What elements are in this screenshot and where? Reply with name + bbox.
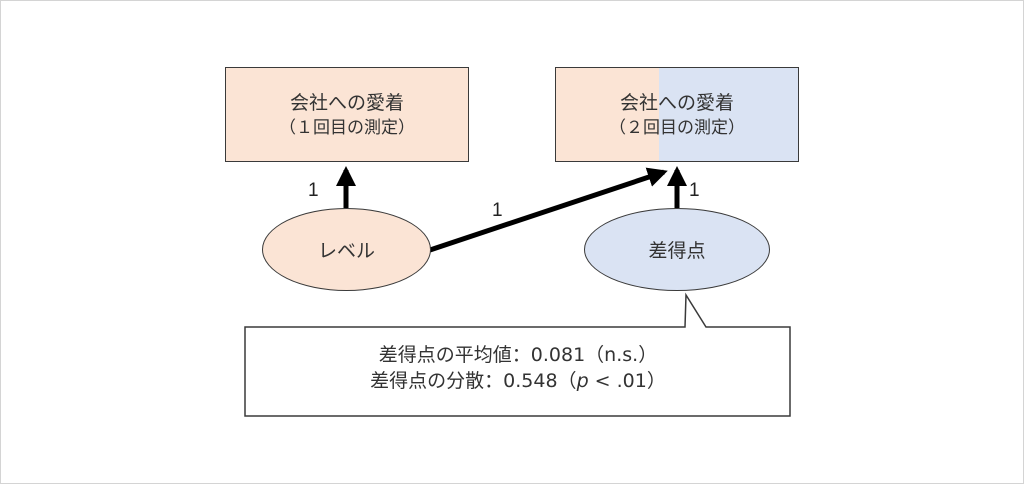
- box-commitment-t2-title: 会社への愛着: [619, 91, 734, 114]
- box-commitment-t1: 会社への愛着 （１回目の測定）: [225, 67, 469, 162]
- ellipse-difference-score: 差得点: [584, 208, 770, 291]
- box-commitment-t2: 会社への愛着 （２回目の測定）: [555, 67, 799, 162]
- callout-text: 差得点の平均値：0.081（n.s.） 差得点の分散：0.548（p < .01…: [246, 342, 790, 394]
- callout-variance-suffix: < .01）: [588, 370, 666, 392]
- callout-bubble: [244, 292, 791, 417]
- arrow-level-to-t2: [429, 167, 668, 253]
- callout-mean-line: 差得点の平均値：0.081（n.s.）: [378, 344, 658, 366]
- box-commitment-t2-subtitle: （２回目の測定）: [609, 117, 745, 138]
- callout-variance-line: 差得点の分散：0.548（p < .01）: [246, 368, 790, 394]
- ellipse-difference-score-label: 差得点: [648, 240, 706, 262]
- callout-p-symbol: p: [576, 370, 589, 392]
- callout-variance-prefix: 差得点の分散：0.548（: [370, 370, 577, 392]
- ellipse-level-label: レベル: [317, 240, 375, 262]
- ellipse-level: レベル: [262, 208, 431, 291]
- path-label-level-t1: 1: [308, 180, 319, 201]
- path-label-diff-t2: 1: [689, 180, 700, 201]
- path-label-level-t2: 1: [492, 200, 503, 221]
- box-commitment-t1-title: 会社への愛着: [289, 91, 404, 114]
- box-commitment-t1-subtitle: （１回目の測定）: [279, 117, 415, 138]
